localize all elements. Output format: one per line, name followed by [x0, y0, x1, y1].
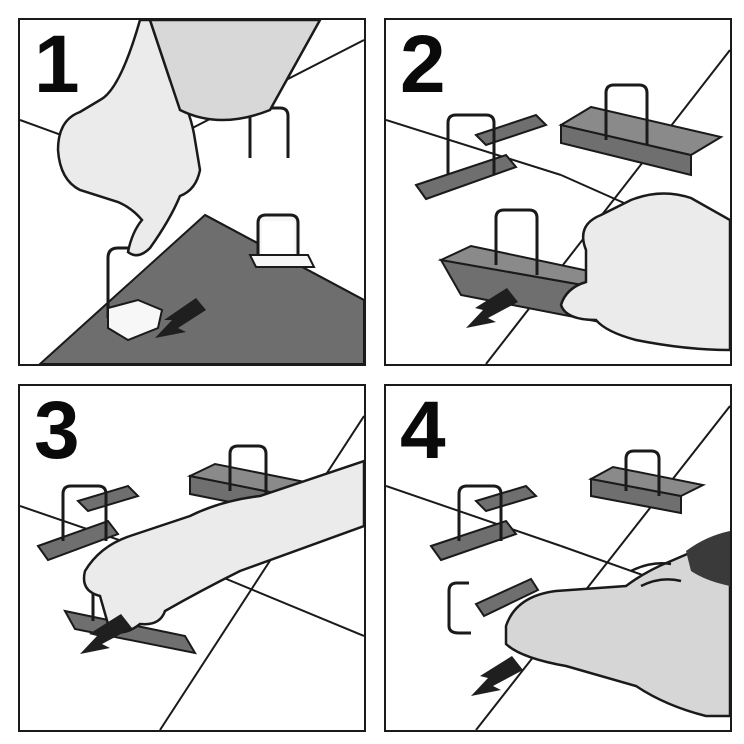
grout-line — [475, 405, 730, 730]
arrow-icon — [466, 288, 518, 328]
arrow-icon — [471, 656, 523, 696]
wedge — [36, 484, 140, 562]
arrow-icon — [155, 298, 206, 338]
step-number: 3 — [34, 385, 80, 476]
step-panel-1: 1 — [18, 18, 366, 366]
leveling-clip — [106, 246, 164, 342]
grout-line — [386, 485, 562, 547]
step-number: 1 — [34, 19, 80, 110]
grout-line — [485, 49, 730, 364]
shoe-laces — [630, 562, 682, 588]
step-number: 2 — [400, 19, 446, 110]
dark-tile — [38, 213, 364, 364]
sleeve — [148, 20, 322, 122]
step-panel-4: 4 — [384, 384, 732, 732]
broken-clip — [447, 581, 471, 635]
step-1-illustration — [20, 20, 364, 364]
wedge — [474, 577, 540, 618]
wedge — [429, 484, 538, 562]
hand — [82, 459, 364, 634]
step-panel-2: 2 — [384, 18, 732, 366]
step-number: 4 — [400, 385, 446, 476]
step-2-illustration — [386, 49, 730, 364]
step-3-illustration — [20, 415, 364, 730]
hand — [56, 20, 202, 257]
wedge — [558, 83, 724, 177]
shoe — [504, 539, 730, 718]
step-4-illustration — [386, 405, 730, 730]
arrow-icon — [80, 614, 132, 654]
grout-line — [159, 415, 364, 730]
leveling-clip — [248, 213, 316, 268]
wedge — [588, 449, 707, 515]
hand — [559, 192, 730, 352]
trouser — [686, 531, 730, 586]
step-panel-3: 3 — [18, 384, 366, 732]
grout-line — [386, 119, 562, 176]
wedge — [414, 113, 548, 201]
